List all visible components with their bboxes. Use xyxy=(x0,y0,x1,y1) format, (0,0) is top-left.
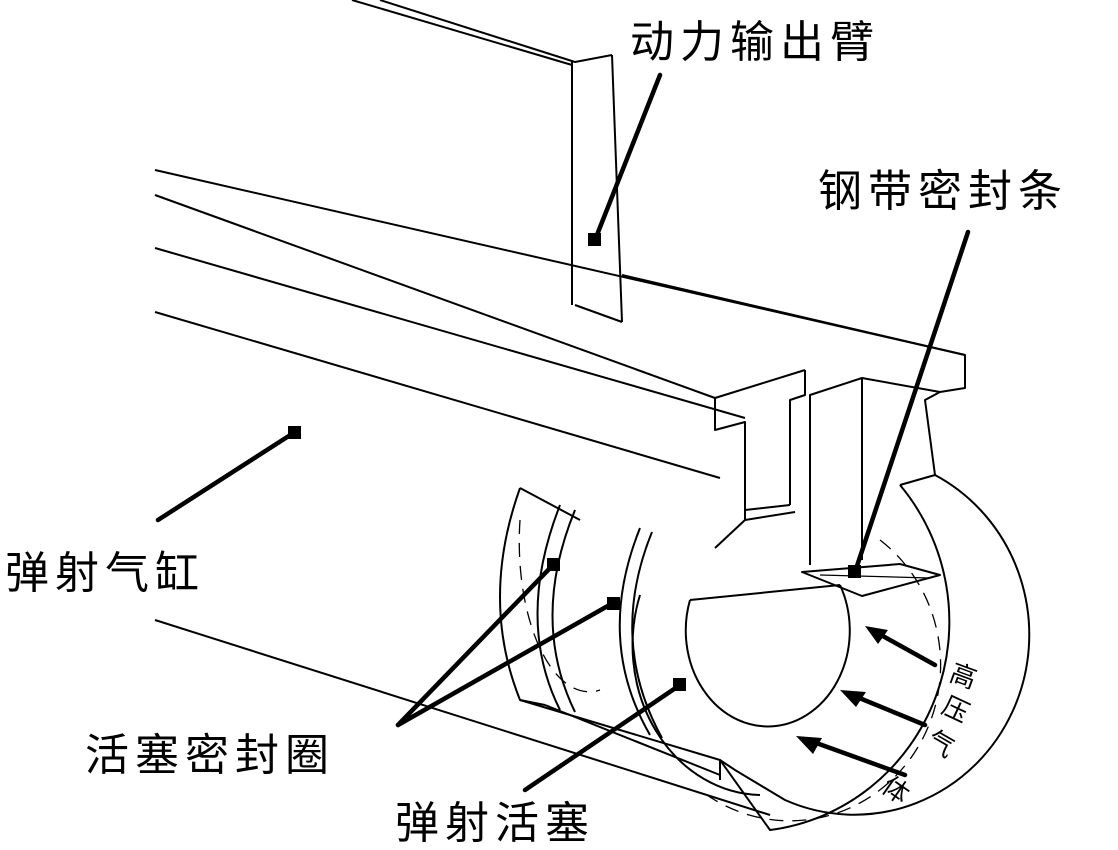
label-steel-band-seal: 钢带密封条 xyxy=(818,166,1068,217)
cylinder-body xyxy=(154,169,966,816)
rail-cross-section xyxy=(714,370,941,565)
label-piston-seal-rings: 活塞密封圈 xyxy=(85,730,335,781)
power-output-arm xyxy=(351,0,623,323)
gas-pressure-arrows xyxy=(796,626,938,778)
label-power-output-arm: 动力输出臂 xyxy=(630,17,880,68)
label-catapult-piston: 弹射活塞 xyxy=(395,798,595,849)
cylinder-cutaway-end xyxy=(499,474,1031,831)
gas-char-1: 高 xyxy=(946,658,981,695)
piston-seal-marker-2 xyxy=(607,597,620,610)
gas-char-2: 压 xyxy=(937,691,973,729)
steel-seal-marker xyxy=(848,565,861,578)
leader-lines xyxy=(155,72,971,793)
piston-marker xyxy=(673,678,686,691)
label-catapult-cylinder: 弹射气缸 xyxy=(5,548,205,599)
power-arm-marker xyxy=(588,233,601,246)
steel-band-seal xyxy=(801,563,941,597)
piston-seal-marker-1 xyxy=(547,558,560,571)
cylinder-marker xyxy=(288,426,301,439)
label-high-pressure-gas: 高 压 气 体 xyxy=(876,658,980,810)
